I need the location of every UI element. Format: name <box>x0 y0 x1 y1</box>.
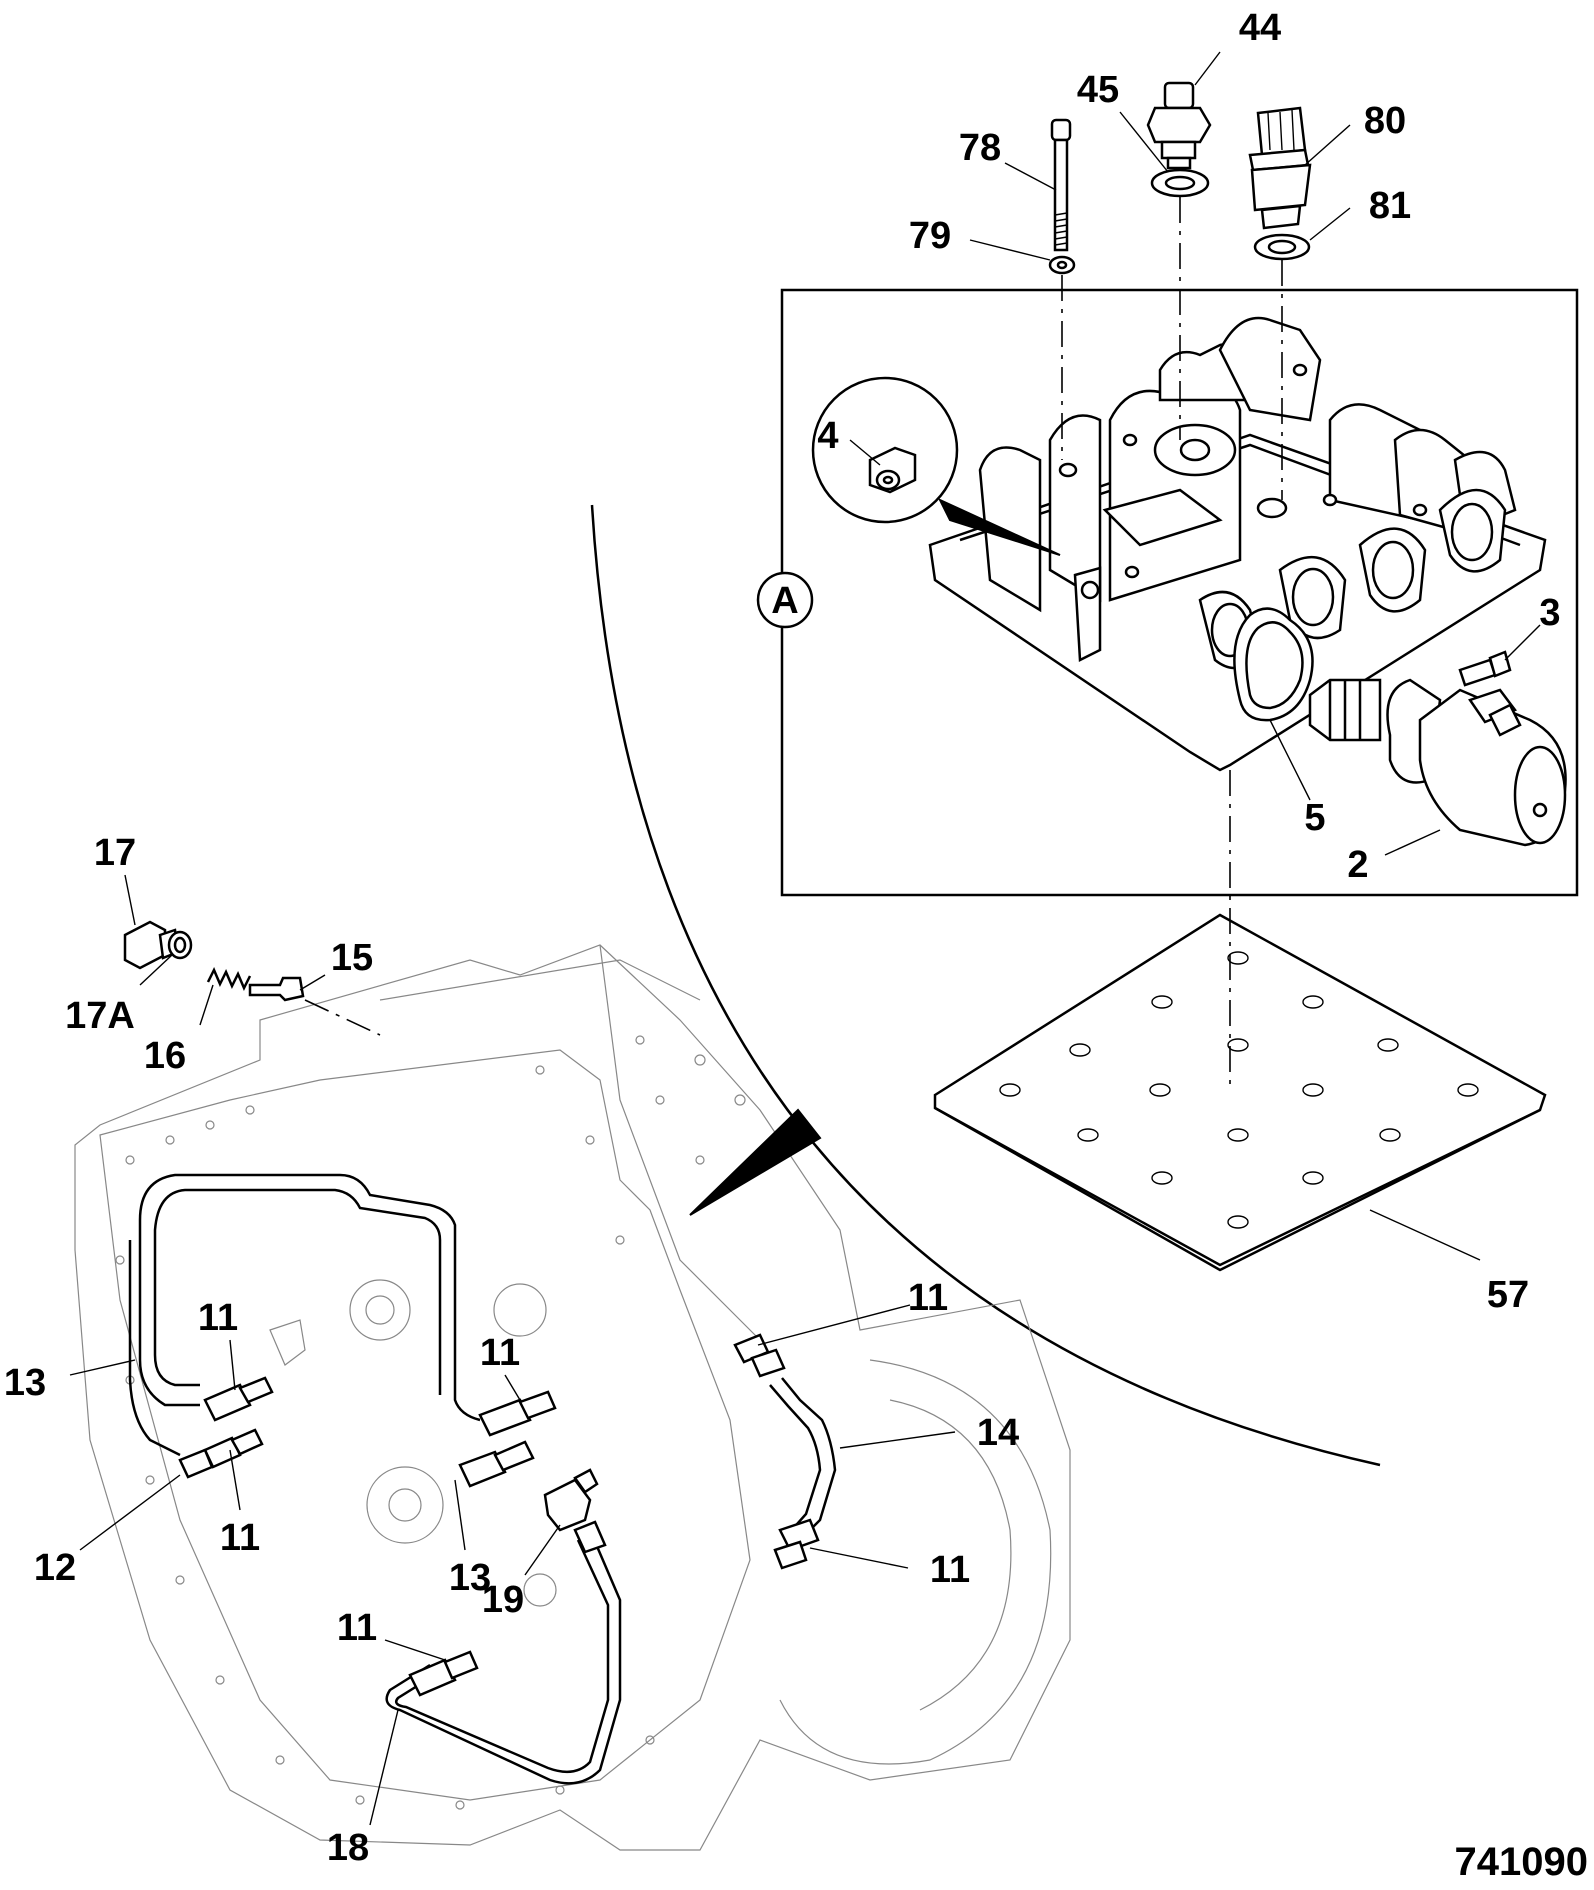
callout-13-b: 13 <box>449 1557 491 1599</box>
figure-number: 741090 <box>1455 1840 1588 1884</box>
plate-57 <box>933 913 1547 1272</box>
washer-17a <box>167 930 193 960</box>
callout-4: 4 <box>817 415 838 457</box>
spring-16 <box>206 967 252 991</box>
callout-14: 14 <box>977 1412 1019 1454</box>
washer-79 <box>1048 255 1076 275</box>
callout-labels: 44 45 80 78 81 79 4 3 5 2 57 17 17A 16 1… <box>4 7 1561 1869</box>
screw-3 <box>1458 650 1512 687</box>
callout-11-e: 11 <box>908 1277 948 1319</box>
callout-2: 2 <box>1347 844 1368 886</box>
fitting-12 <box>178 1448 214 1479</box>
callout-11-c: 11 <box>480 1332 520 1374</box>
leader-lines <box>69 51 1541 1826</box>
callout-80: 80 <box>1364 100 1406 142</box>
sensor-44 <box>1146 81 1212 170</box>
pipe-14 <box>769 1377 837 1541</box>
fitting-11-c <box>478 1390 557 1437</box>
callout-17: 17 <box>94 832 136 874</box>
plug-4 <box>868 446 917 494</box>
fitting-11-a <box>203 1376 274 1422</box>
callout-79: 79 <box>909 215 951 257</box>
transmission-housing <box>74 944 1071 1851</box>
callout-15: 15 <box>331 937 373 979</box>
callout-11-a: 11 <box>198 1297 238 1339</box>
washer-81 <box>1253 233 1311 261</box>
pipe-18 <box>385 1529 622 1785</box>
svg-text:A: A <box>771 580 798 622</box>
callout-81: 81 <box>1369 185 1411 227</box>
callout-44: 44 <box>1239 7 1281 49</box>
solenoid-2 <box>1308 678 1567 847</box>
callout-17a: 17A <box>65 995 135 1037</box>
fitting-13-right <box>458 1440 535 1488</box>
callout-16: 16 <box>144 1035 186 1077</box>
callout-3: 3 <box>1539 592 1560 634</box>
callout-18: 18 <box>327 1827 369 1869</box>
fitting-11-f <box>773 1518 820 1570</box>
valve-block <box>928 316 1547 772</box>
callout-57: 57 <box>1487 1274 1529 1316</box>
detail-pointer <box>689 1108 822 1216</box>
callout-13-a: 13 <box>4 1362 46 1404</box>
callout-12: 12 <box>34 1547 76 1589</box>
callout-45: 45 <box>1077 69 1119 111</box>
pressure-switch-19 <box>543 1468 607 1554</box>
fitting-11-d <box>408 1650 479 1697</box>
washer-45 <box>1150 168 1210 198</box>
callout-78: 78 <box>959 127 1001 169</box>
pipe-13-left <box>128 1173 481 1457</box>
callout-11-f: 11 <box>930 1549 970 1591</box>
callout-11-d: 11 <box>337 1607 377 1649</box>
fitting-11-e <box>733 1333 786 1378</box>
callout-5: 5 <box>1304 797 1325 839</box>
bolt-78 <box>1050 118 1072 252</box>
detail-marker: A <box>756 571 814 629</box>
valve-15 <box>248 976 305 1002</box>
sensor-80 <box>1248 106 1312 230</box>
magnifier-circle <box>811 376 959 524</box>
fitting-11-b <box>203 1428 264 1469</box>
gasket-5 <box>1233 607 1314 722</box>
callout-11-b: 11 <box>220 1517 260 1559</box>
callout-19: 19 <box>482 1579 524 1621</box>
magnifier-pointer <box>937 497 1061 556</box>
